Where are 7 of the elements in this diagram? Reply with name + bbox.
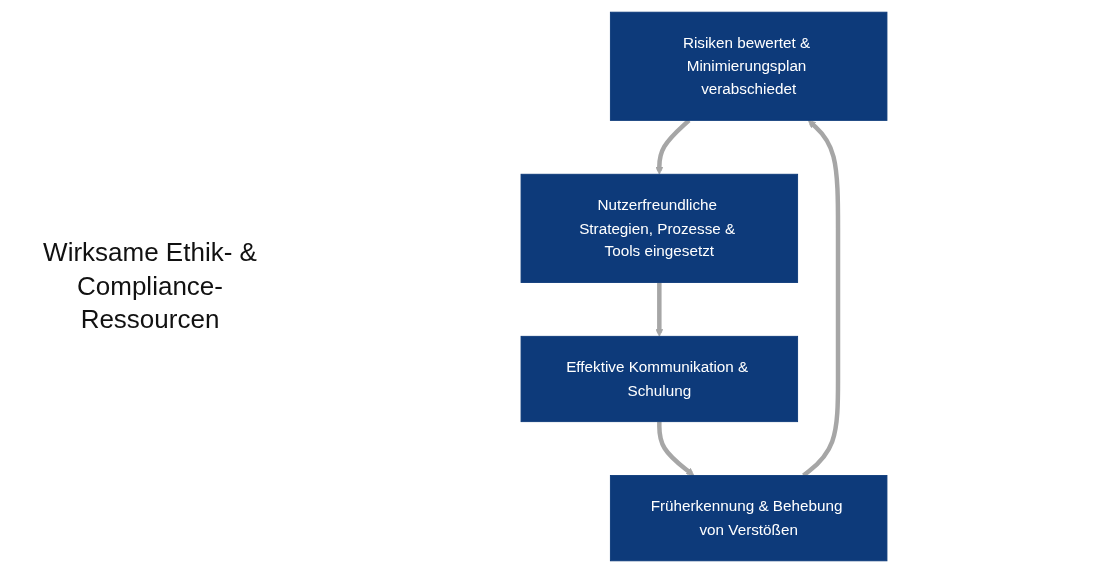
arrow <box>655 282 664 337</box>
node-box: Nutzerfreundliche Strategien, Prozesse & Tools eingesetzt <box>520 173 799 283</box>
node-box: Effektive Kommunikation & Schulung <box>520 335 799 423</box>
arrow <box>657 421 695 476</box>
node-box: Früherkennung & Behebung von Verstößen <box>609 475 888 562</box>
node-box: Risiken bewertet & Minimierungsplan verabschiedet <box>609 11 888 121</box>
center-text: Wirksame Ethik- & Compliance-Ressourcen <box>42 235 258 337</box>
